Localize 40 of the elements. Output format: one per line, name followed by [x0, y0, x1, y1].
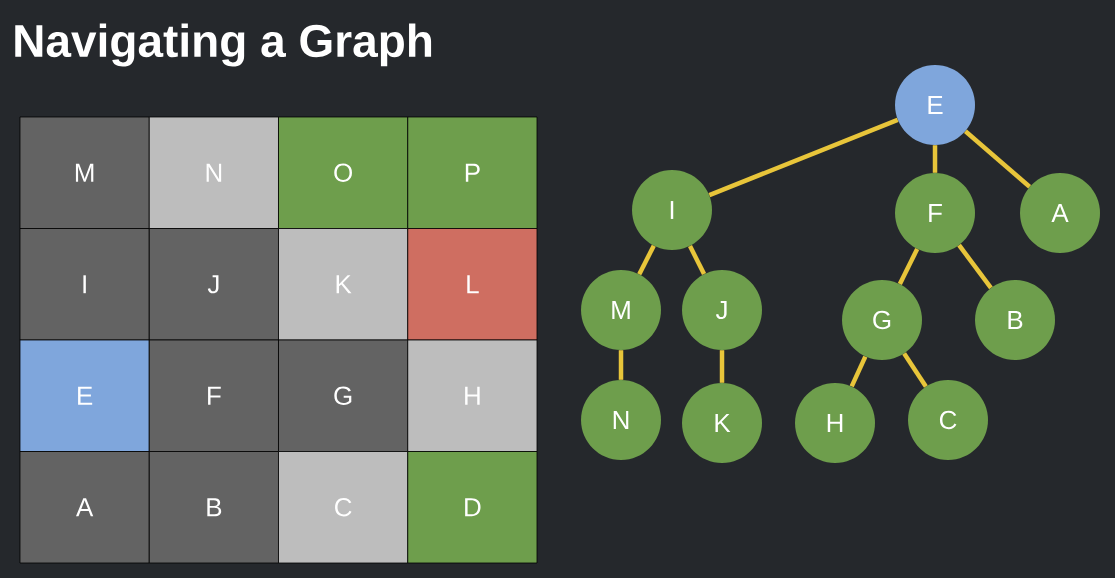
tree-edge — [957, 243, 993, 290]
tree-node: E — [895, 65, 975, 145]
grid-cell: M — [19, 116, 150, 229]
grid-cell: O — [278, 116, 409, 229]
tree-node: J — [682, 270, 762, 350]
grid-cell: G — [278, 339, 409, 452]
tree-edge — [902, 352, 928, 388]
tree-node: K — [682, 383, 762, 463]
grid-cell: P — [407, 116, 538, 229]
grid-cell: B — [148, 451, 279, 564]
tree-node: F — [895, 173, 975, 253]
grid-cell: F — [148, 339, 279, 452]
tree-edge — [719, 350, 725, 383]
grid-cell: E — [19, 339, 150, 452]
grid-cell: N — [148, 116, 279, 229]
grid-cell: D — [407, 451, 538, 564]
title: Navigating a Graph — [15, 23, 432, 67]
tree-node: C — [908, 380, 988, 460]
grid-cell: J — [148, 228, 279, 341]
tree-edge — [687, 244, 707, 276]
grid-cell: A — [19, 451, 150, 564]
grid-cell: K — [278, 228, 409, 341]
tree-node: B — [975, 280, 1055, 360]
tree-edge — [708, 117, 899, 198]
tree-node: G — [842, 280, 922, 360]
grid-cell: C — [278, 451, 409, 564]
tree-edge — [932, 145, 938, 173]
tree-node: N — [581, 380, 661, 460]
tree-edge — [618, 350, 624, 380]
tree-node: A — [1020, 173, 1100, 253]
grid-cell: I — [19, 228, 150, 341]
grid-cell: L — [407, 228, 538, 341]
tree-node: H — [795, 383, 875, 463]
tree-node: M — [581, 270, 661, 350]
tree-edge — [897, 248, 920, 285]
tree-node: I — [632, 170, 712, 250]
tree-edge — [849, 355, 868, 388]
tree-edge — [637, 244, 656, 276]
grid-cell: H — [407, 339, 538, 452]
tree-edge — [963, 129, 1032, 189]
